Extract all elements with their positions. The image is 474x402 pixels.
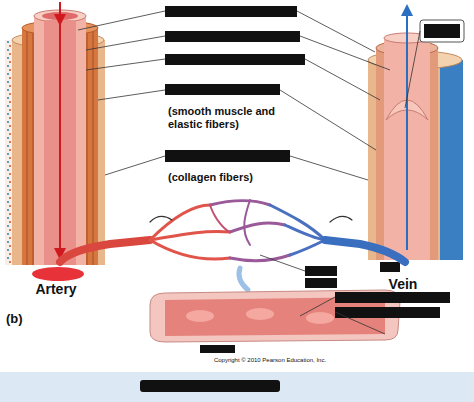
panel-letter: (b) [6, 312, 36, 327]
redacted-labels-part [165, 84, 280, 95]
redacted-labels-part [165, 150, 290, 162]
capillary-bed-part [290, 240, 325, 255]
artery-drawing-part [32, 267, 84, 281]
vein-drawing [368, 4, 464, 272]
redacted-labels [78, 6, 450, 334]
capillary-bed-part [230, 223, 285, 232]
redacted-labels-part [297, 11, 375, 52]
capillary-bed-part [150, 240, 230, 259]
redacted-labels-part [290, 156, 368, 180]
fiber-note: (collagen fibers) [168, 171, 298, 184]
vessel-name: Artery [16, 281, 96, 297]
capillary-bed-part [244, 200, 250, 245]
redacted-labels-part [165, 31, 300, 42]
capillary-bed-part [330, 216, 352, 222]
capillary-bed-part [285, 225, 325, 240]
vein-drawing-part [380, 262, 400, 272]
redacted-labels-part [300, 36, 390, 70]
redacted-labels-part [305, 278, 337, 288]
vein-drawing-part [401, 4, 413, 16]
redacted-labels-part [335, 292, 450, 303]
redacted-labels-part [305, 59, 380, 100]
capillary-bed-part [239, 268, 248, 290]
fiber-note: (smooth muscle and elastic fibers) [168, 105, 303, 130]
capillary-tube-part [306, 312, 334, 324]
footer-band-part [140, 380, 280, 392]
capillary-bed-part [230, 255, 290, 261]
capillary-bed-part [325, 240, 405, 262]
redacted-labels-part [165, 54, 305, 65]
artery-drawing-part [59, 2, 61, 255]
capillary-bed-part [150, 232, 230, 240]
redacted-labels-part [86, 36, 165, 50]
capillary-bed [60, 200, 405, 290]
redacted-labels-part [305, 266, 337, 276]
artery-drawing [5, 2, 105, 281]
vein-drawing-part [406, 12, 408, 250]
footer-band-part [0, 372, 474, 402]
capillary-bed-part [60, 240, 150, 262]
redacted-labels-part [260, 255, 305, 271]
redacted-labels-part [405, 31, 420, 108]
redacted-labels-part [300, 297, 335, 316]
vessel-name: Vein [373, 276, 433, 292]
capillary-tube-part [246, 308, 274, 320]
redacted-labels-part [78, 11, 165, 30]
capillary-bed-part [210, 205, 230, 232]
redacted-labels-part [280, 90, 376, 150]
capillary-bed-part [210, 200, 270, 205]
redacted-labels-part [165, 6, 297, 17]
capillary-bed-part [270, 205, 325, 240]
redacted-labels-part [105, 156, 165, 175]
vein-drawing-part [420, 20, 464, 42]
capillary-bed-part [150, 216, 172, 222]
redacted-labels-part [86, 59, 165, 70]
vein-drawing-part [440, 60, 463, 260]
redacted-labels-part [335, 312, 385, 334]
capillary-tube-part [186, 310, 214, 322]
artery-drawing-part [54, 14, 66, 26]
redacted-labels-part [335, 307, 440, 318]
capillary-tube-part [200, 345, 235, 353]
copyright-note: Copyright © 2010 Pearson Education, Inc. [150, 357, 390, 364]
vein-drawing-part [424, 24, 460, 38]
footer-band [0, 372, 474, 402]
redacted-labels-part [98, 90, 165, 100]
